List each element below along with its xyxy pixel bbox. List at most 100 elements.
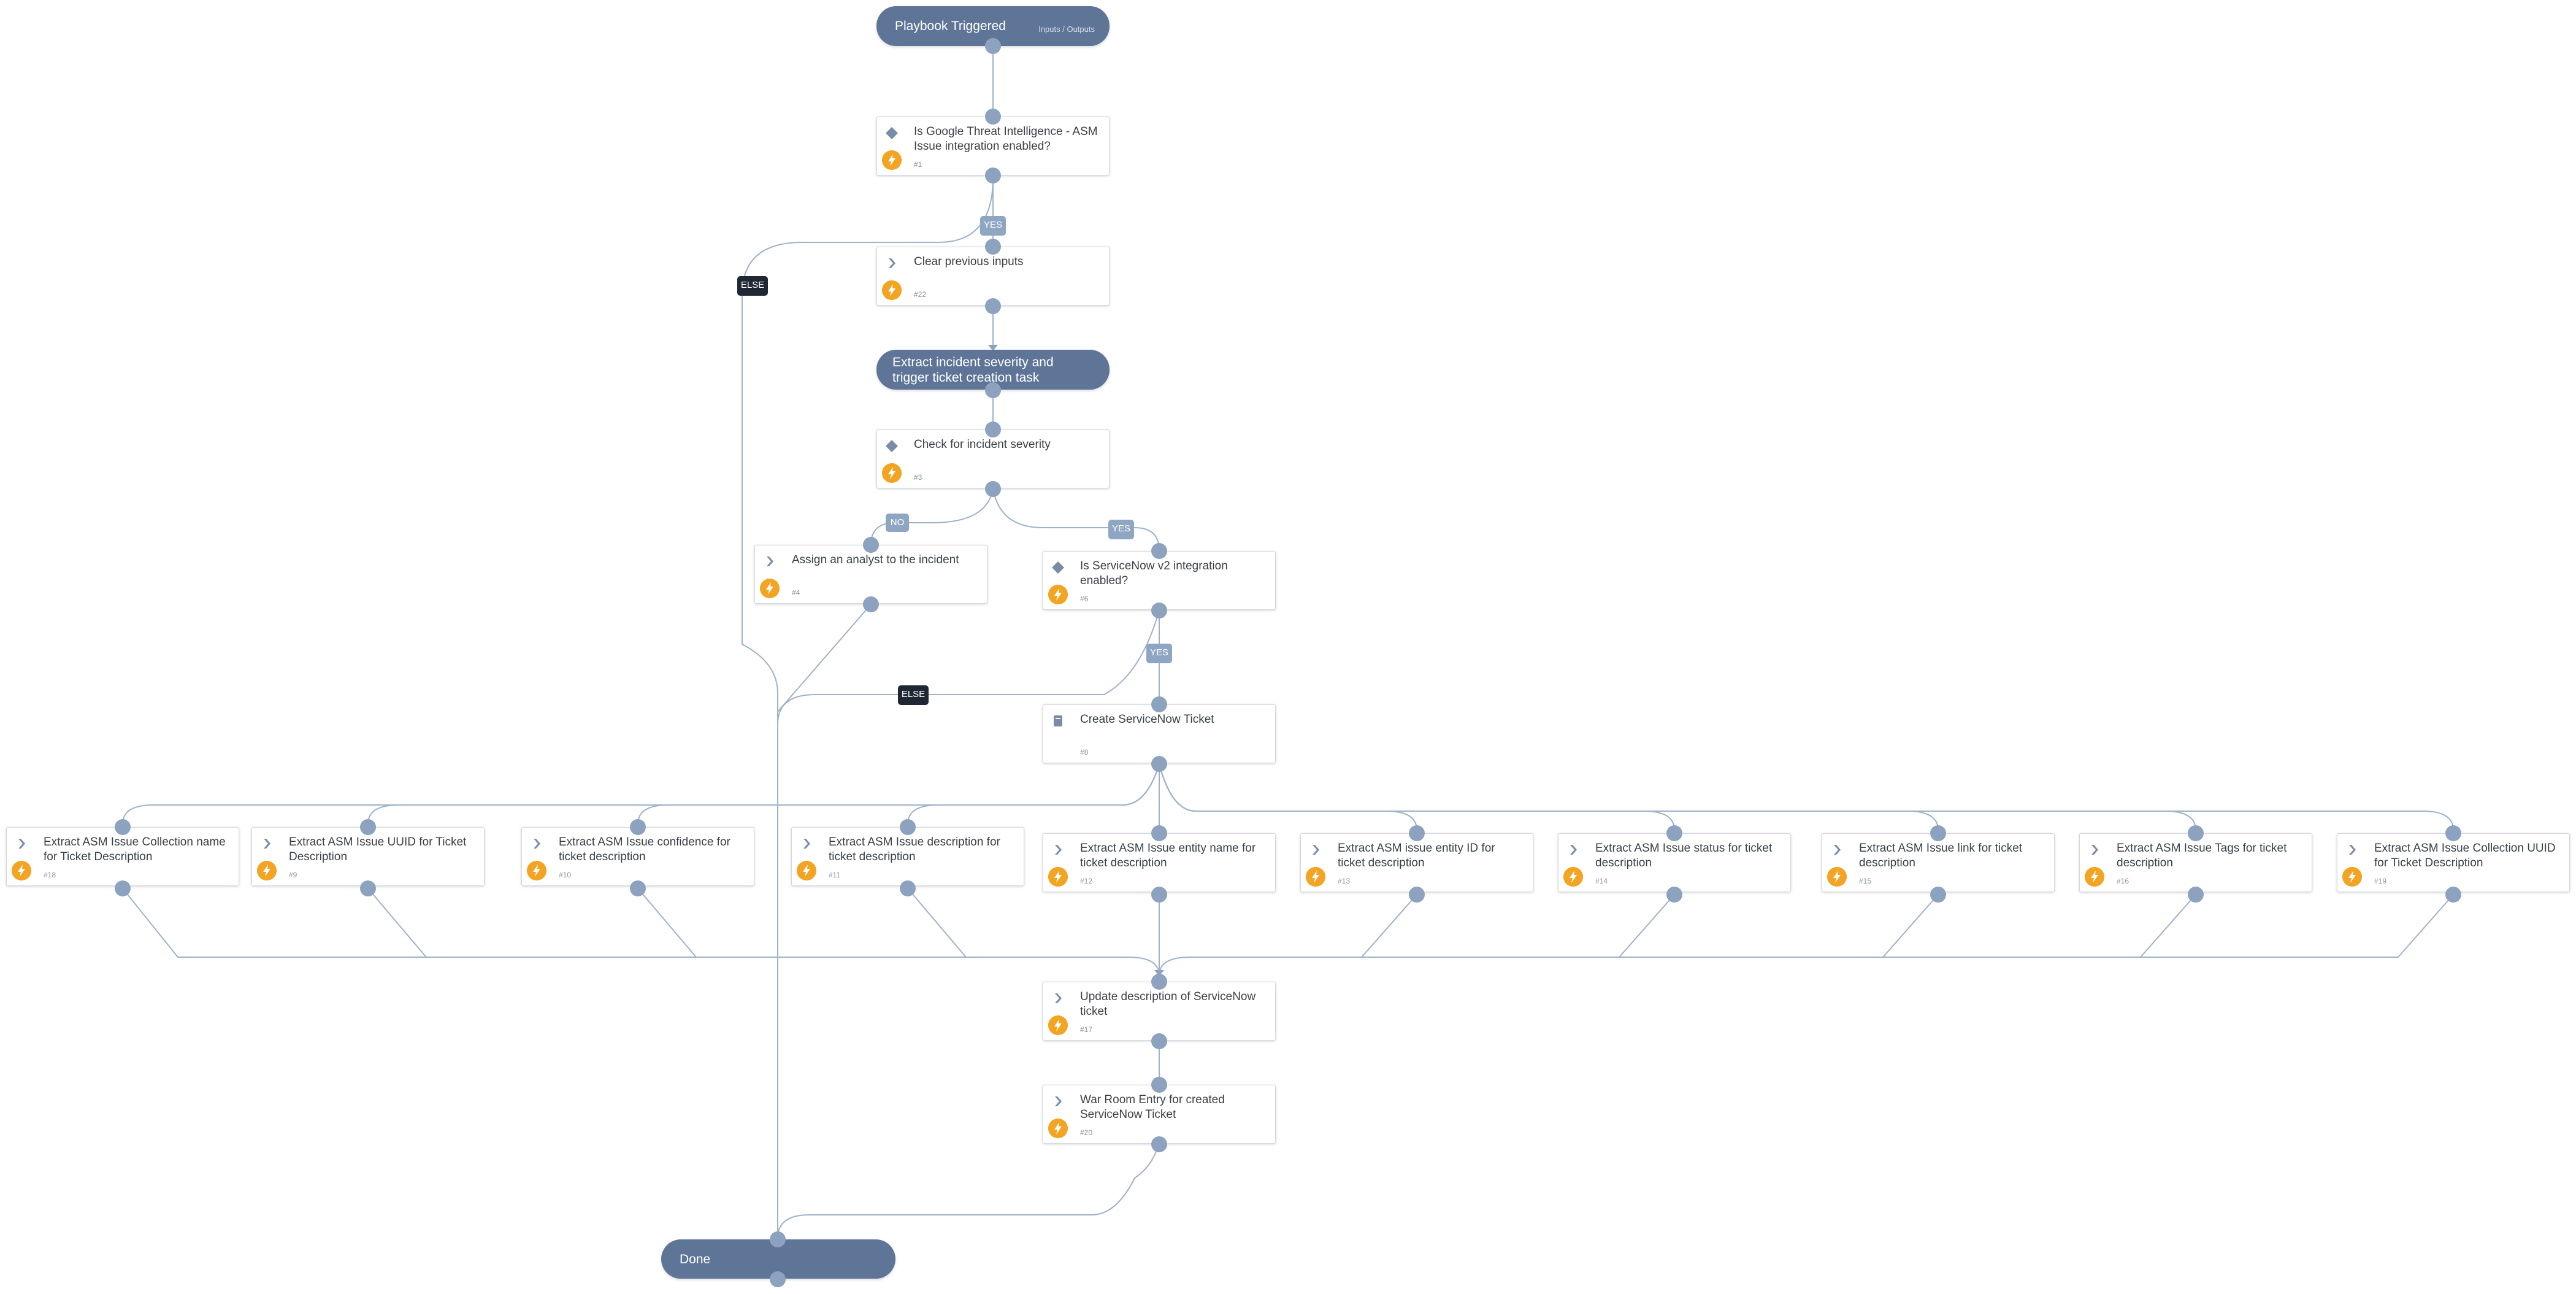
connector-dot[interactable] <box>360 880 376 896</box>
else-label: ELSE <box>898 685 929 705</box>
connector-dot[interactable] <box>1151 887 1167 903</box>
bolt-icon <box>882 150 902 170</box>
chevron-icon <box>1570 845 1577 855</box>
connector-dot[interactable] <box>630 880 646 896</box>
connector-dot[interactable] <box>1151 1136 1167 1152</box>
connector-dot[interactable] <box>630 819 646 835</box>
task-15-id: #15 <box>1859 877 1872 885</box>
task-17[interactable]: Update description of ServiceNow ticket … <box>1043 982 1276 1041</box>
section-header-title: Extract incident severity and trigger ti… <box>892 355 1054 385</box>
task-16[interactable]: Extract ASM Issue Tags for ticket descri… <box>2079 833 2312 892</box>
task-15[interactable]: Extract ASM Issue link for ticket descri… <box>1822 833 2055 892</box>
connector-dot[interactable] <box>770 1231 786 1247</box>
bolt-icon <box>882 463 902 483</box>
bolt-icon <box>797 861 816 880</box>
task-22[interactable]: Clear previous inputs #22 <box>876 247 1110 306</box>
bolt-icon <box>2085 867 2104 887</box>
playbook-triggered-title: Playbook Triggered <box>895 19 1006 33</box>
connector-dot[interactable] <box>2445 825 2461 841</box>
inputs-outputs-link[interactable]: Inputs / Outputs <box>1038 25 1095 34</box>
connector-dot[interactable] <box>1151 756 1167 772</box>
chevron-icon <box>1055 993 1062 1003</box>
task-20-id: #20 <box>1080 1128 1093 1137</box>
task-12[interactable]: Extract ASM Issue entity name for ticket… <box>1043 833 1276 892</box>
connector-dot[interactable] <box>900 819 916 835</box>
connector-dot[interactable] <box>1151 1033 1167 1049</box>
task-4[interactable]: Assign an analyst to the incident #4 <box>754 545 987 604</box>
connector-dot[interactable] <box>900 880 916 896</box>
connector-dot[interactable] <box>1151 825 1167 841</box>
connector-dot[interactable] <box>1409 887 1425 903</box>
connector-dot[interactable] <box>1151 1077 1167 1093</box>
task-11-name: Extract ASM Issue description for ticket… <box>829 836 1000 863</box>
connector-dot[interactable] <box>2445 887 2461 903</box>
task-8-name: Create ServiceNow Ticket <box>1080 713 1214 726</box>
playbook-triggered-node[interactable]: Playbook Triggered Inputs / Outputs <box>876 6 1110 46</box>
connector-dot[interactable] <box>1666 825 1682 841</box>
connector-dot[interactable] <box>115 880 131 896</box>
connector-dot[interactable] <box>1666 887 1682 903</box>
connector-dot[interactable] <box>985 382 1001 398</box>
task-8[interactable]: Create ServiceNow Ticket #8 <box>1043 704 1276 763</box>
task-1[interactable]: Is Google Threat Intelligence - ASM Issu… <box>876 117 1110 175</box>
bolt-icon <box>1306 867 1325 887</box>
bolt-icon <box>257 861 277 880</box>
connector-dot[interactable] <box>1151 696 1167 712</box>
task-1-id: #1 <box>914 160 922 169</box>
task-20-name: War Room Entry for created ServiceNow Ti… <box>1080 1093 1225 1121</box>
chevron-icon <box>2349 845 2356 855</box>
edge-3-no-to-4 <box>870 488 994 545</box>
connector-dot[interactable] <box>863 537 879 553</box>
connector-dot[interactable] <box>985 109 1001 125</box>
task-3[interactable]: Check for incident severity #3 <box>876 429 1110 488</box>
task-10[interactable]: Extract ASM Issue confidence for ticket … <box>521 827 754 886</box>
diamond-icon <box>1052 561 1064 574</box>
connector-dot[interactable] <box>985 422 1001 437</box>
task-14-id: #14 <box>1595 877 1608 885</box>
connector-dot[interactable] <box>1151 603 1167 618</box>
edge-4-to-done <box>777 604 872 712</box>
task-9-name: Extract ASM Issue UUID for Ticket Descri… <box>289 836 467 863</box>
connector-dot[interactable] <box>985 38 1001 54</box>
chevron-icon <box>264 839 270 849</box>
connector-dot[interactable] <box>863 596 879 612</box>
connector-dot[interactable] <box>2188 825 2204 841</box>
bolt-icon <box>1048 1015 1068 1035</box>
connector-dot[interactable] <box>985 298 1001 314</box>
bolt-icon <box>1048 585 1068 604</box>
task-22-name: Clear previous inputs <box>914 255 1024 268</box>
done-title: Done <box>680 1252 711 1266</box>
connector-dot[interactable] <box>770 1271 786 1287</box>
connector-dot[interactable] <box>985 481 1001 497</box>
task-20[interactable]: War Room Entry for created ServiceNow Ti… <box>1043 1085 1276 1144</box>
task-18[interactable]: Extract ASM Issue Collection name for Ti… <box>6 827 239 886</box>
yes-label: YES <box>980 216 1006 236</box>
connector-dot[interactable] <box>985 168 1001 183</box>
task-19[interactable]: Extract ASM Issue Collection UUID for Ti… <box>2337 833 2570 892</box>
connector-dot[interactable] <box>360 819 376 835</box>
task-11[interactable]: Extract ASM Issue description for ticket… <box>791 827 1024 886</box>
connector-dot[interactable] <box>115 819 131 835</box>
connector-dot[interactable] <box>1151 974 1167 990</box>
bolt-icon <box>2342 867 2362 887</box>
connector-dot[interactable] <box>1930 825 1946 841</box>
book-icon <box>1054 715 1062 726</box>
connector-dot[interactable] <box>1409 825 1425 841</box>
task-14[interactable]: Extract ASM Issue status for ticket desc… <box>1558 833 1791 892</box>
task-4-id: #4 <box>792 588 800 597</box>
connector-dot[interactable] <box>985 239 1001 255</box>
task-9[interactable]: Extract ASM Issue UUID for Ticket Descri… <box>251 827 485 886</box>
task-1-name: Is Google Threat Intelligence - ASM Issu… <box>914 125 1098 153</box>
connector-dot[interactable] <box>1151 543 1167 559</box>
task-13[interactable]: Extract ASM issue entity ID for ticket d… <box>1300 833 1533 892</box>
task-3-id: #3 <box>914 473 922 482</box>
bolt-icon <box>882 280 902 300</box>
connector-dot[interactable] <box>2188 887 2204 903</box>
task-18-id: #18 <box>44 871 56 879</box>
task-6[interactable]: Is ServiceNow v2 integration enabled? #6 <box>1043 551 1276 610</box>
task-17-name: Update description of ServiceNow ticket <box>1080 990 1256 1018</box>
task-19-name: Extract ASM Issue Collection UUID for Ti… <box>2374 842 2556 869</box>
diamond-icon <box>886 127 898 139</box>
chevron-icon <box>1313 845 1319 855</box>
connector-dot[interactable] <box>1930 887 1946 903</box>
